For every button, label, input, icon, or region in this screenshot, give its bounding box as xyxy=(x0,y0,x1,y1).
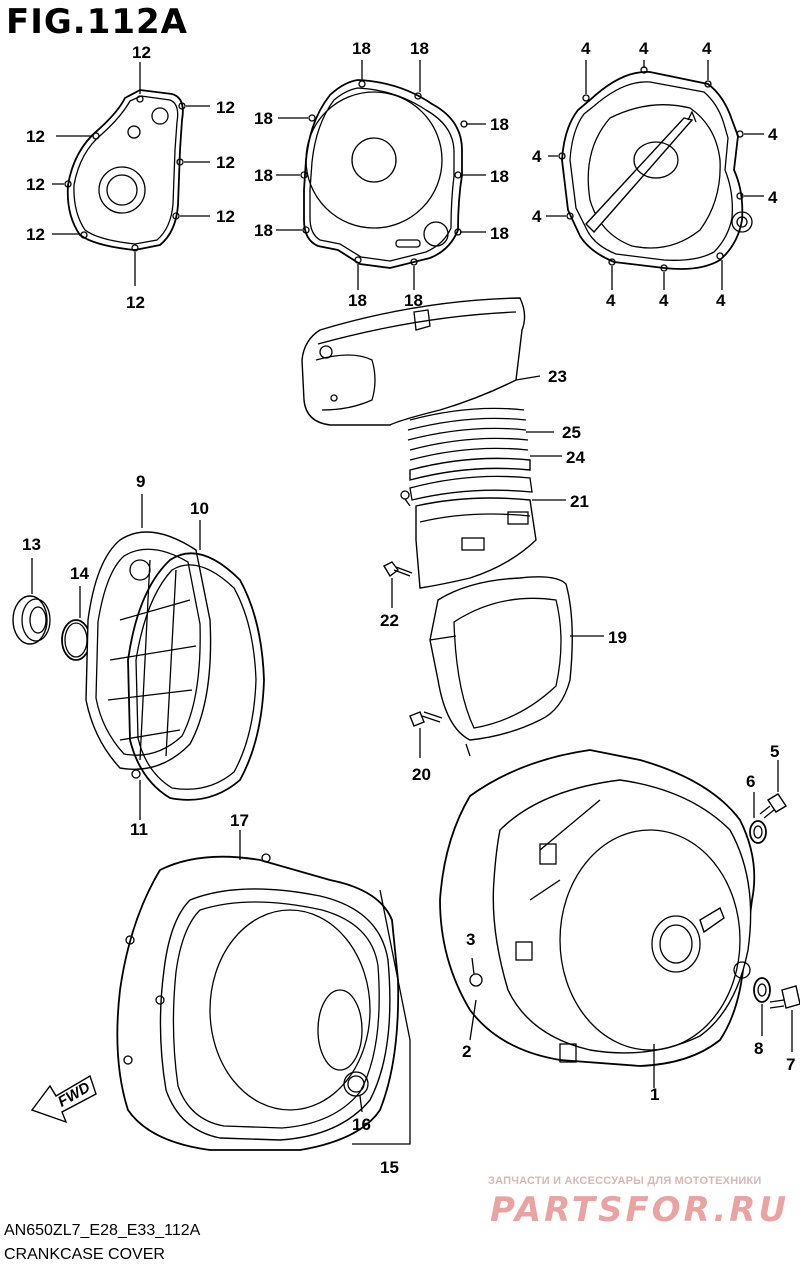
callout-16: 16 xyxy=(352,1115,371,1134)
callout-4: 4 xyxy=(639,39,649,58)
callout-4: 4 xyxy=(581,39,591,58)
callout-18: 18 xyxy=(490,167,509,186)
callout-12: 12 xyxy=(216,207,235,226)
figure-caption: CRANKCASE COVER xyxy=(4,1246,165,1263)
watermark-logo: PARTSFOR.RU xyxy=(490,1190,790,1230)
callout-4: 4 xyxy=(768,188,778,207)
callout-12: 12 xyxy=(126,293,145,312)
callout-4: 4 xyxy=(532,207,542,226)
callout-12: 12 xyxy=(26,175,45,194)
oil-seal-13-drawing xyxy=(12,558,51,645)
callout-19: 19 xyxy=(608,628,627,647)
callout-5: 5 xyxy=(770,742,779,761)
callout-4: 4 xyxy=(532,147,542,166)
washer-6-drawing xyxy=(749,792,767,844)
callout-12: 12 xyxy=(216,98,235,117)
bolt-5-drawing xyxy=(759,760,787,819)
washer-8-drawing xyxy=(753,977,771,1036)
guard-19-drawing xyxy=(429,576,604,757)
callout-18: 18 xyxy=(490,115,509,134)
gasket-18-drawing xyxy=(276,60,486,290)
callout-12: 12 xyxy=(132,43,151,62)
callout-6: 6 xyxy=(746,772,755,791)
bolt-22-drawing xyxy=(383,561,413,608)
callout-18: 18 xyxy=(254,109,273,128)
duct-23-drawing xyxy=(301,297,541,426)
callout-4: 4 xyxy=(702,39,712,58)
callout-3: 3 xyxy=(466,930,475,949)
callout-8: 8 xyxy=(754,1039,763,1058)
gasket-12-drawing xyxy=(52,62,210,286)
callout-20: 20 xyxy=(412,765,431,784)
callout-18: 18 xyxy=(490,224,509,243)
cover-17-drawing xyxy=(116,830,411,1151)
watermark-text: ЗАПЧАСТИ И АКСЕССУАРЫ ДЛЯ МОТОТЕХНИКИ xyxy=(488,1175,762,1187)
figure-title: FIG.112A xyxy=(6,2,188,42)
callout-12: 12 xyxy=(26,225,45,244)
callout-13: 13 xyxy=(22,535,41,554)
callout-4: 4 xyxy=(659,291,669,310)
callout-12: 12 xyxy=(216,153,235,172)
callout-22: 22 xyxy=(380,611,399,630)
cover-4-drawing xyxy=(546,60,764,290)
fwd-arrow-icon: FWD xyxy=(30,1074,97,1124)
bellows-25-24-drawing xyxy=(400,407,562,507)
callout-18: 18 xyxy=(410,39,429,58)
callout-7: 7 xyxy=(786,1055,795,1074)
gasket-10-drawing xyxy=(127,520,265,801)
callout-12: 12 xyxy=(26,127,45,146)
callout-10: 10 xyxy=(190,499,209,518)
bolt-20-drawing xyxy=(409,711,443,758)
callout-18: 18 xyxy=(404,291,423,310)
callout-15: 15 xyxy=(380,1158,399,1177)
callout-9: 9 xyxy=(136,472,145,491)
callout-18: 18 xyxy=(348,291,367,310)
callout-18: 18 xyxy=(254,166,273,185)
bolt-7-drawing xyxy=(769,985,800,1052)
callout-17: 17 xyxy=(230,811,249,830)
callout-2: 2 xyxy=(462,1042,471,1061)
callout-4: 4 xyxy=(716,291,726,310)
callout-11: 11 xyxy=(130,820,148,839)
callout-23: 23 xyxy=(548,367,567,386)
callout-4: 4 xyxy=(768,125,778,144)
o-ring-14-drawing xyxy=(61,586,91,661)
callout-24: 24 xyxy=(566,448,585,467)
callout-21: 21 xyxy=(570,492,589,511)
callout-18: 18 xyxy=(254,221,273,240)
model-code: AN650ZL7_E28_E33_112A xyxy=(4,1222,201,1239)
cover-1-drawing xyxy=(439,749,756,1088)
callout-14: 14 xyxy=(70,564,89,583)
cover-9-drawing xyxy=(85,494,212,820)
callout-4: 4 xyxy=(606,291,616,310)
callout-18: 18 xyxy=(352,39,371,58)
callout-25: 25 xyxy=(562,423,581,442)
callout-1: 1 xyxy=(650,1085,659,1104)
duct-21-drawing xyxy=(415,497,566,589)
callout-labels: 12 12 12 12 12 12 12 12 18 18 18 18 18 1… xyxy=(22,39,795,1177)
